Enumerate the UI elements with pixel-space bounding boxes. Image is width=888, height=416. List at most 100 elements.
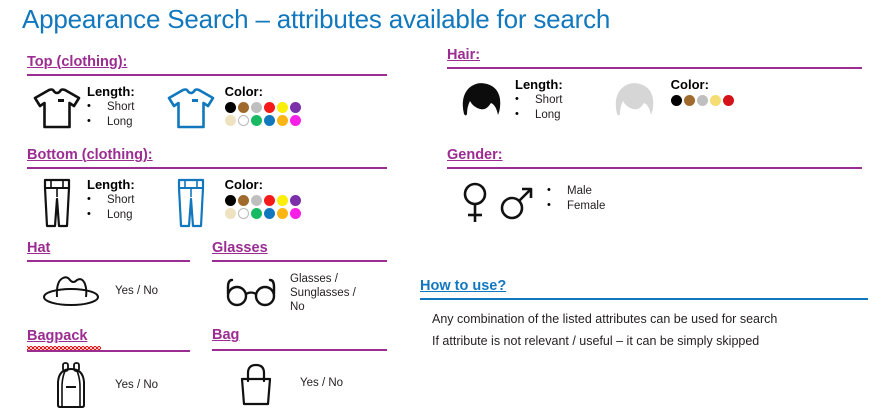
- section-top-rule: [27, 74, 387, 76]
- color-swatch-yellow[interactable]: [276, 101, 288, 113]
- top-color-swatches: [224, 101, 301, 126]
- section-hat: Hat Yes / No: [27, 240, 190, 310]
- hat-icon: [27, 272, 115, 310]
- section-hat-heading: Hat: [27, 240, 51, 256]
- how-to-use-line: Any combination of the listed attributes…: [432, 312, 778, 326]
- color-swatch-magenta[interactable]: [289, 114, 301, 126]
- section-glasses: Glasses Glasses / Sunglasses / No: [212, 240, 387, 314]
- hair-length-label: Length:: [515, 76, 563, 92]
- section-bagpack-heading: Bagpack: [27, 328, 88, 344]
- color-swatch-gray[interactable]: [250, 194, 262, 206]
- gender-option[interactable]: Female: [547, 198, 605, 214]
- color-swatch-blue[interactable]: [263, 207, 275, 219]
- section-hat-rule: [27, 260, 190, 262]
- top-length-group: Length: Short Long: [87, 84, 135, 130]
- bottom-length-group: Length: Short Long: [87, 177, 135, 223]
- top-color-label: Color:: [224, 83, 263, 99]
- color-swatch-white[interactable]: [237, 207, 249, 219]
- color-swatch-orange[interactable]: [276, 207, 288, 219]
- section-gender-heading: Gender:: [447, 147, 503, 163]
- section-bagpack: Bagpack Yes / No: [27, 327, 190, 410]
- bottom-length-label: Length:: [87, 176, 135, 192]
- bag-icon: [212, 359, 300, 407]
- tshirt-black-icon: [27, 84, 87, 130]
- section-hair-rule: [447, 67, 862, 69]
- pants-black-icon: [27, 177, 87, 229]
- top-length-option[interactable]: Short: [87, 99, 135, 115]
- color-swatch-blue[interactable]: [263, 114, 275, 126]
- pants-blue-icon: [157, 177, 225, 229]
- color-swatch-red[interactable]: [263, 101, 275, 113]
- glasses-icon: [212, 272, 290, 310]
- page-title: Appearance Search – attributes available…: [22, 4, 611, 34]
- bottom-color-label: Color:: [224, 176, 263, 192]
- color-swatch-black[interactable]: [670, 94, 682, 106]
- color-swatch-purple[interactable]: [289, 101, 301, 113]
- bottom-color-group: Color:: [224, 176, 301, 219]
- section-hair-heading: Hair:: [447, 47, 481, 63]
- section-glasses-heading: Glasses: [212, 240, 268, 256]
- bottom-length-option[interactable]: Long: [87, 207, 135, 223]
- backpack-icon: [27, 360, 115, 410]
- color-swatch-green[interactable]: [250, 114, 262, 126]
- how-to-use-rule: [420, 298, 868, 300]
- hair-color-label: Color:: [670, 76, 709, 92]
- color-swatch-red[interactable]: [263, 194, 275, 206]
- bag-value: Yes / No: [300, 376, 344, 389]
- color-swatch-brown[interactable]: [237, 194, 249, 206]
- hat-value: Yes / No: [115, 284, 159, 297]
- section-gender-rule: [447, 167, 862, 169]
- color-swatch-black[interactable]: [224, 101, 236, 113]
- section-bag-heading: Bag: [212, 327, 240, 343]
- hair-length-option[interactable]: Short: [515, 92, 563, 108]
- color-swatch-blonde[interactable]: [709, 94, 721, 106]
- hair-gray-icon: [597, 77, 671, 121]
- color-swatch-black[interactable]: [224, 194, 236, 206]
- color-swatch-beige[interactable]: [224, 207, 236, 219]
- section-top-clothing: Top (clothing): Length: Short Long: [27, 54, 387, 130]
- hair-length-option[interactable]: Long: [515, 107, 563, 123]
- color-swatch-red[interactable]: [722, 94, 734, 106]
- section-glasses-rule: [212, 260, 387, 262]
- hair-length-group: Length: Short Long: [515, 77, 563, 123]
- section-bagpack-rule: [27, 350, 190, 352]
- section-bottom-clothing: Bottom (clothing): Length: Short Long: [27, 147, 387, 229]
- color-swatch-orange[interactable]: [276, 114, 288, 126]
- color-swatch-magenta[interactable]: [289, 207, 301, 219]
- top-length-label: Length:: [87, 83, 135, 99]
- color-swatch-brown[interactable]: [237, 101, 249, 113]
- hair-color-swatches: [670, 94, 734, 106]
- bottom-color-swatches: [224, 194, 301, 219]
- color-swatch-green[interactable]: [250, 207, 262, 219]
- section-hair: Hair: Length: Short Long Col: [447, 47, 862, 123]
- bottom-length-options: Short Long: [87, 192, 135, 223]
- hair-black-icon: [447, 77, 515, 121]
- hair-color-group: Color:: [670, 76, 734, 106]
- color-swatch-beige[interactable]: [224, 114, 236, 126]
- color-swatch-gray[interactable]: [250, 101, 262, 113]
- bagpack-value: Yes / No: [115, 378, 159, 391]
- gender-symbols-icon: [447, 179, 547, 227]
- color-swatch-purple[interactable]: [289, 194, 301, 206]
- section-gender: Gender: Male Female: [447, 147, 862, 227]
- section-how-to-use: How to use? Any combination of the liste…: [420, 278, 868, 352]
- section-bag-rule: [212, 349, 387, 351]
- section-bag: Bag Yes / No: [212, 327, 387, 407]
- gender-option[interactable]: Male: [547, 183, 605, 199]
- color-swatch-gray[interactable]: [696, 94, 708, 106]
- top-length-options: Short Long: [87, 99, 135, 130]
- color-swatch-brown[interactable]: [683, 94, 695, 106]
- section-bottom-rule: [27, 167, 387, 169]
- how-to-use-heading: How to use?: [420, 278, 507, 294]
- section-bottom-heading: Bottom (clothing):: [27, 147, 153, 163]
- top-color-group: Color:: [224, 83, 301, 126]
- glasses-value: Glasses / Sunglasses / No: [290, 272, 356, 313]
- hair-length-options: Short Long: [515, 92, 563, 123]
- how-to-use-line: If attribute is not relevant / useful – …: [432, 334, 760, 348]
- color-swatch-yellow[interactable]: [276, 194, 288, 206]
- top-length-option[interactable]: Long: [87, 114, 135, 130]
- bottom-length-option[interactable]: Short: [87, 192, 135, 208]
- spellcheck-squiggle: [27, 346, 101, 350]
- color-swatch-white[interactable]: [237, 114, 249, 126]
